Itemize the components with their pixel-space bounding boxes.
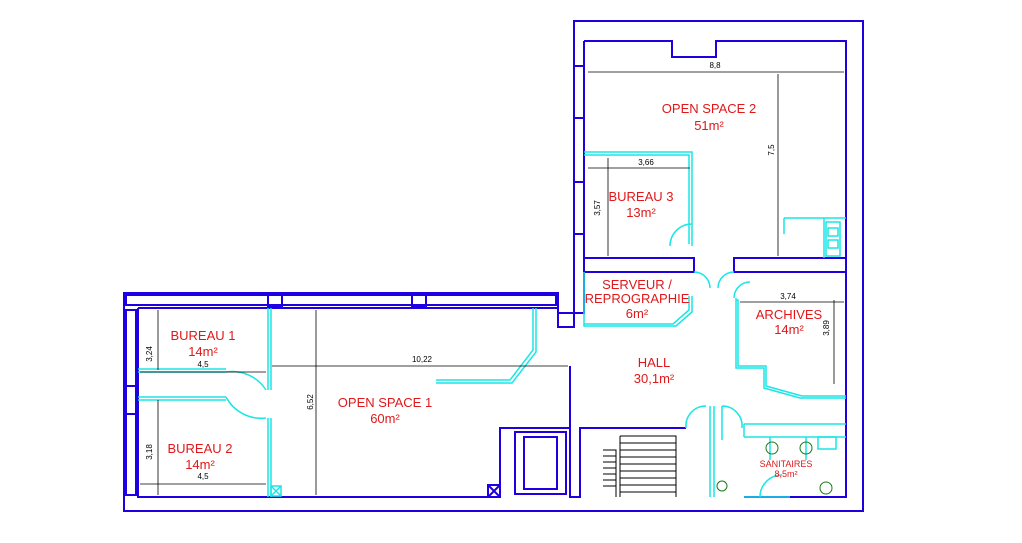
room-bureau-3-area: 13m²: [626, 205, 656, 220]
room-sanitaires-area: 8,5m²: [774, 469, 797, 479]
dim-archives-depth: 3,89: [822, 320, 831, 336]
room-bureau-2-name: BUREAU 2: [167, 441, 232, 456]
room-sanitaires-name: SANITAIRES: [760, 459, 813, 469]
dimension-lines: [140, 71, 844, 495]
dim-archives-width: 3,74: [780, 292, 796, 301]
room-serveur-area: 6m²: [626, 306, 649, 321]
room-labels: OPEN SPACE 2 51m² BUREAU 3 13m² SERVEUR …: [167, 101, 822, 479]
dim-bureau-1-width: 4,5: [197, 360, 209, 369]
dim-open-space-2-width: 8,8: [709, 61, 721, 70]
room-open-space-2-name: OPEN SPACE 2: [662, 101, 756, 116]
room-hall-name: HALL: [638, 355, 671, 370]
outer-walls: [123, 20, 864, 512]
room-archives-area: 14m²: [774, 322, 804, 337]
dim-bureau-2-width: 4,5: [197, 472, 209, 481]
partitions: [138, 151, 846, 498]
room-serveur-name-line2: REPROGRAPHIE: [585, 291, 690, 306]
staircase: [603, 435, 677, 497]
dim-bureau-3-width: 3,66: [638, 158, 654, 167]
dim-open-space-1-depth: 6,52: [306, 394, 315, 410]
room-bureau-3-name: BUREAU 3: [608, 189, 673, 204]
dim-open-space-1-width: 10,22: [412, 355, 433, 364]
room-hall-area: 30,1m²: [634, 371, 675, 386]
fixtures: [716, 441, 833, 495]
dim-open-space-2-depth: 7,5: [767, 144, 776, 156]
dim-bureau-1-depth: 3,24: [145, 346, 154, 362]
room-bureau-1-name: BUREAU 1: [170, 328, 235, 343]
room-open-space-2-area: 51m²: [694, 118, 724, 133]
room-archives-name: ARCHIVES: [756, 307, 823, 322]
dim-bureau-3-depth: 3,57: [593, 200, 602, 216]
room-open-space-1-area: 60m²: [370, 411, 400, 426]
dim-bureau-2-depth: 3,18: [145, 444, 154, 460]
room-bureau-1-area: 14m²: [188, 344, 218, 359]
dimension-labels: 8,8 7,5 3,66 3,57 3,74 3,89 10,22 6,52 3…: [145, 61, 831, 481]
room-serveur-name-line1: SERVEUR /: [602, 277, 672, 292]
room-open-space-1-name: OPEN SPACE 1: [338, 395, 432, 410]
room-bureau-2-area: 14m²: [185, 457, 215, 472]
